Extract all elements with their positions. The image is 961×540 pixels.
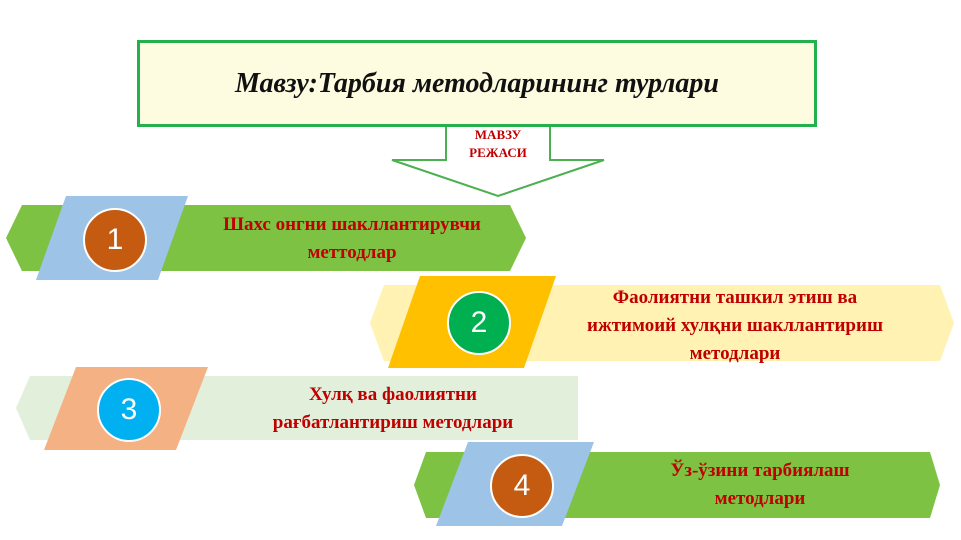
item-4-number: 4 (490, 454, 554, 518)
item-2-line3: методлари (689, 343, 781, 364)
item-1-number: 1 (83, 208, 147, 272)
item-3-number: 3 (97, 378, 161, 442)
item-3-line1: Хулқ ва фаолиятни (309, 384, 477, 405)
item-1-line1: Шахс онгни шакллантирувчи (223, 214, 481, 235)
arrow-label-line1: МАВЗУ (474, 127, 522, 142)
item-2-text: Фаолиятни ташкил этиш ва ижтимоий хулқни… (534, 284, 936, 368)
item-2-number: 2 (447, 291, 511, 355)
item-4-line1: Ўз-ўзини тарбиялаш (670, 460, 850, 481)
page-title: Мавзу:Тарбия методларининг турлари (235, 67, 719, 99)
item-4-line2: методлари (714, 488, 806, 509)
item-1-text: Шахс онгни шакллантирувчи меттодлар (180, 211, 524, 267)
item-3-text: Хулқ ва фаолиятни рағбатлантириш методла… (210, 381, 576, 437)
item-2-line2: ижтимоий хулқни шакллантириш (587, 315, 883, 336)
arrow-label: МАВЗУ РЕЖАСИ (452, 126, 544, 162)
item-4-text: Ўз-ўзини тарбиялаш методлари (596, 457, 924, 513)
down-arrow (391, 125, 605, 198)
item-2-line1: Фаолиятни ташкил этиш ва (612, 287, 858, 308)
arrow-label-line2: РЕЖАСИ (469, 145, 527, 160)
title-box: Мавзу:Тарбия методларининг турлари (137, 40, 817, 127)
item-3-line2: рағбатлантириш методлари (272, 412, 514, 433)
item-1-line2: меттодлар (307, 242, 397, 263)
